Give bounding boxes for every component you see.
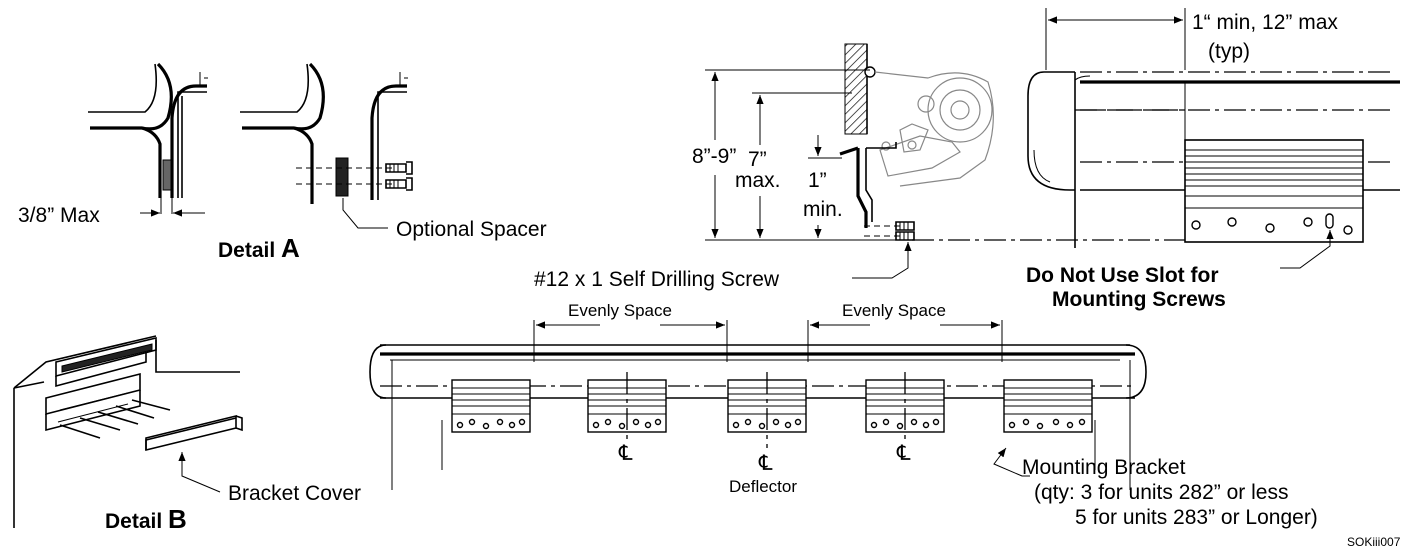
overall-height-dimension: 8”-9”: [692, 145, 736, 168]
end-detail-drawing: [1027, 8, 1400, 248]
centerline-symbol-3: ℄: [896, 442, 911, 465]
end-distance-dimension: 1“ min, 12” max: [1192, 11, 1338, 34]
detail-a-drawing: [88, 62, 413, 214]
end-distance-typical: (typ): [1208, 40, 1250, 63]
detail-a-title-prefix: Detail: [218, 239, 281, 262]
side-view-drawing: [839, 43, 1190, 241]
detail-b-title-letter: B: [168, 504, 187, 534]
detail-a-dimension-label: 3/8” Max: [18, 204, 100, 227]
slot-warning-line-2: Mounting Screws: [1052, 288, 1226, 311]
drawing-code: SOKiii007: [1347, 535, 1401, 549]
evenly-space-right: Evenly Space: [842, 301, 946, 320]
bracket-height-dimension: 7”: [748, 148, 767, 171]
mounting-bracket-label: Mounting Bracket: [1022, 456, 1186, 479]
detail-b-title: Detail B: [105, 504, 187, 534]
screw-label: #12 x 1 Self Drilling Screw: [534, 268, 780, 291]
bracket-height-qualifier: max.: [735, 169, 781, 192]
centerline-symbol-2: ℄: [758, 452, 773, 475]
centerline-symbol-1: ℄: [618, 442, 633, 465]
bracket-qty-line-2: 5 for units 283” or Longer): [1075, 506, 1318, 529]
deflector-label: Deflector: [729, 477, 797, 496]
detail-a-title-letter: A: [281, 233, 300, 263]
bracket-cover-label: Bracket Cover: [228, 482, 361, 505]
detail-b-title-prefix: Detail: [105, 510, 168, 533]
detail-a-title: Detail A: [218, 233, 300, 263]
min-offset-qualifier: min.: [803, 198, 843, 221]
side-view-dimensions: [705, 69, 896, 241]
evenly-space-left: Evenly Space: [568, 301, 672, 320]
slot-warning-line-1: Do Not Use Slot for: [1026, 264, 1219, 287]
front-view-drawing: [369, 320, 1147, 490]
optional-spacer-label: Optional Spacer: [396, 218, 547, 241]
detail-b-drawing: [13, 335, 243, 528]
bracket-qty-line-1: (qty: 3 for units 282” or less: [1034, 481, 1288, 504]
min-offset-dimension: 1”: [808, 169, 827, 192]
